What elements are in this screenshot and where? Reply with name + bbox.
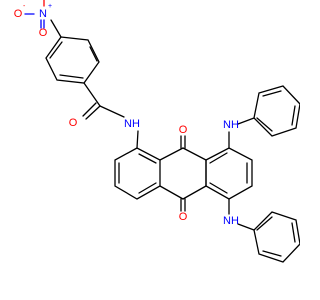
nitro-oxygen-double-label: O: [39, 27, 48, 39]
nitro-group: [24, 0, 62, 38]
nitro-nitrogen-label: N: [39, 8, 47, 20]
nitrophenyl-ring: [45, 36, 100, 84]
nitro-oxygen-charge-label: -: [23, 3, 26, 10]
anthraquinone-core: [114, 135, 253, 212]
lower-toluidine: [228, 198, 300, 263]
amide-nh-label: NH: [124, 118, 140, 130]
amine-nh-bottom-label: NH: [223, 215, 239, 227]
amine-nh-top-label: NH: [223, 119, 239, 131]
structure-canvas: O - N + O O NH O O NH NH: [14, 0, 300, 263]
amide-linker: [82, 82, 139, 149]
upper-toluidine: [228, 85, 300, 149]
amide-oxygen-label: O: [69, 117, 78, 129]
quinone-oxygen-bottom-label: O: [179, 211, 188, 223]
molecule-structure: O - N + O O NH O O NH NH: [14, 0, 300, 263]
nitro-oxygen-charged-label: O: [14, 8, 23, 20]
quinone-oxygen-top-label: O: [179, 124, 188, 136]
nitro-nitrogen-charge-label: +: [48, 3, 52, 10]
